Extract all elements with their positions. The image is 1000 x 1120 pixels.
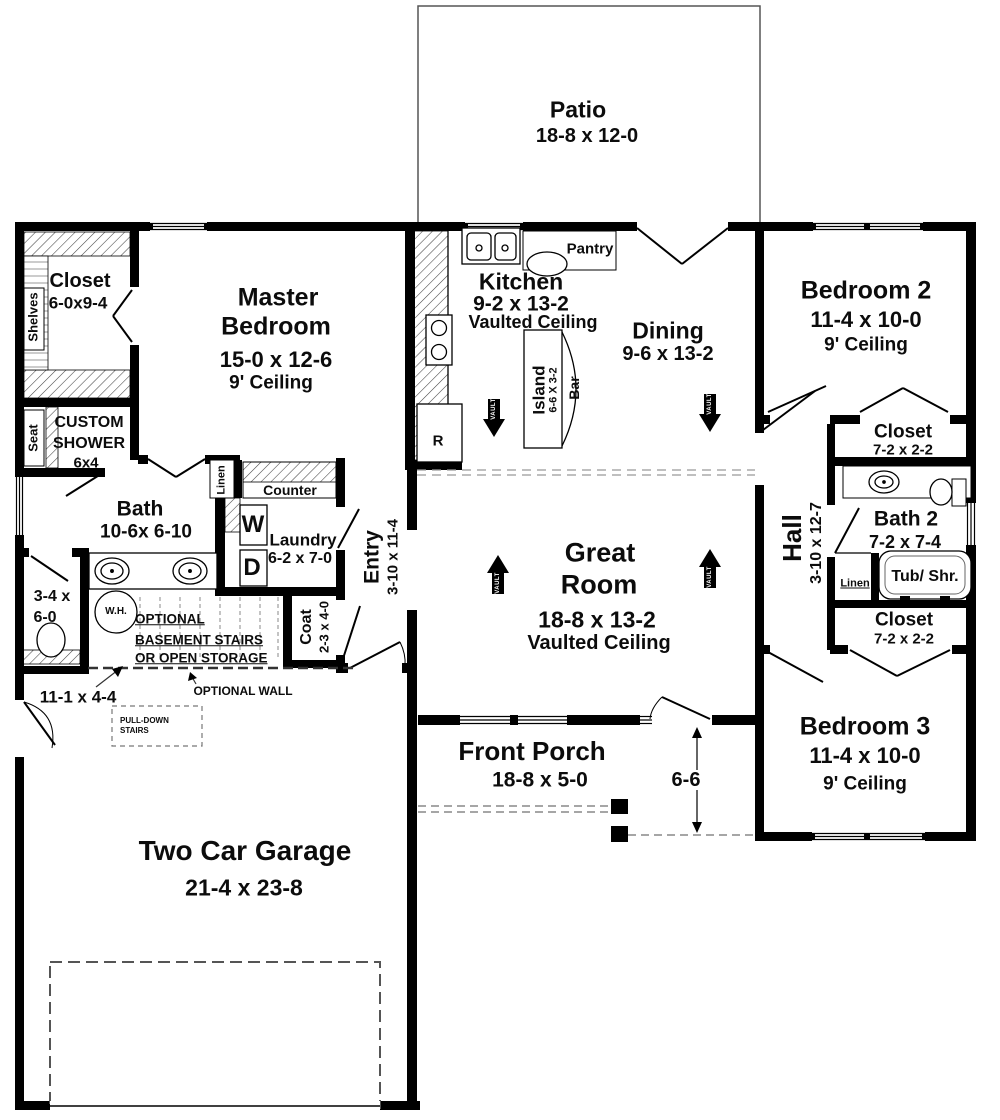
- pulldown-stairs-label-2: STAIRS: [120, 726, 149, 735]
- bedroom2-dims: 11-4 x 10-0: [810, 307, 922, 332]
- water-heater-label: W.H.: [105, 606, 127, 617]
- laundry-dims: 6-2 x 7-0: [267, 550, 333, 567]
- kitchen-label: Kitchen: [478, 268, 564, 295]
- bath2-label: Bath 2: [873, 507, 939, 531]
- closet-right-top-dims: 7-2 x 2-2: [872, 441, 934, 459]
- vault-arrow-label-dining: VAULT: [707, 393, 713, 415]
- great-room-label-2: Room: [560, 569, 638, 600]
- storage-label-1: OPTIONAL: [135, 611, 205, 627]
- patio-dims: 18-8 x 12-0: [535, 125, 639, 147]
- hall-dims: 3-10 x 12-7: [808, 502, 825, 584]
- optional-wall-label: OPTIONAL WALL: [193, 684, 293, 698]
- master-closet-dims: 6-0x9-4: [48, 293, 108, 313]
- vault-arrow-label-kitchen: VAULT: [491, 398, 497, 420]
- pulldown-stairs-label-1: PULL-DOWN: [120, 716, 169, 725]
- toilet-room-dims-1: 3-4 x: [33, 588, 71, 605]
- laundry-linen-label: Linen: [215, 465, 228, 495]
- bar-label: Bar: [566, 376, 582, 400]
- master-closet-label: Closet: [49, 270, 111, 292]
- vault-arrows: [483, 394, 721, 594]
- vault-arrow-label-great-left: VAULT: [495, 572, 501, 594]
- dining-label: Dining: [632, 317, 704, 344]
- kitchen-dims: 9-2 x 13-2: [473, 292, 569, 316]
- island-dims: 6-6 X 3-2: [547, 367, 560, 413]
- bath2-linen-label: Linen: [840, 577, 870, 590]
- storage-label-2: BASEMENT STAIRS: [135, 632, 264, 648]
- toilet-room-dims-2: 6-0: [33, 609, 57, 626]
- great-room-ceiling: Vaulted Ceiling: [527, 632, 671, 654]
- bath-label: Bath: [116, 497, 164, 521]
- pantry-label: Pantry: [566, 240, 614, 258]
- master-bedroom-label-2: Bedroom: [221, 312, 331, 341]
- master-bedroom-ceiling: 9' Ceiling: [229, 372, 313, 394]
- porch-posts: [611, 799, 628, 842]
- fridge-label: R: [432, 432, 444, 450]
- dining-dims: 9-6 x 13-2: [622, 343, 714, 365]
- coat-dims: 2-3 x 4-0: [316, 600, 332, 654]
- fixtures: [23, 227, 972, 658]
- bedroom3-ceiling: 9' Ceiling: [823, 773, 907, 795]
- shelves-label: Shelves: [25, 292, 41, 342]
- bedroom3-dims: 11-4 x 10-0: [809, 743, 921, 768]
- storage-dims: 11-1 x 4-4: [39, 687, 117, 707]
- coat-label: Coat: [298, 609, 315, 645]
- great-room-label-1: Great: [564, 537, 636, 568]
- custom-shower-dims: 6x4: [73, 454, 99, 472]
- custom-shower-label-1: CUSTOM: [54, 414, 124, 431]
- counter-label: Counter: [263, 482, 317, 498]
- windows: [15, 222, 976, 841]
- tub-label: Tub/ Shr.: [891, 568, 959, 585]
- bedroom3-label: Bedroom 3: [799, 712, 931, 741]
- washer-label: W: [241, 511, 265, 538]
- closet-right-bottom-label: Closet: [874, 609, 934, 631]
- custom-shower-label-2: SHOWER: [53, 435, 125, 452]
- vault-arrow-label-great-right: VAULT: [707, 566, 713, 588]
- stair-treads: [139, 597, 279, 658]
- front-porch-label: Front Porch: [458, 736, 606, 766]
- storage-label-3: OR OPEN STORAGE: [135, 650, 268, 666]
- bedroom2-label: Bedroom 2: [800, 276, 932, 305]
- entry-dims: 3-10 x 11-4: [384, 519, 402, 595]
- hall-label: Hall: [777, 514, 807, 562]
- master-bedroom-label-1: Master: [237, 283, 319, 312]
- front-porch-dims: 18-8 x 5-0: [492, 768, 588, 792]
- bath2-dims: 7-2 x 7-4: [868, 532, 942, 552]
- closet-right-bottom-dims: 7-2 x 2-2: [873, 630, 935, 648]
- porch-depth-dim: 6-6: [668, 770, 704, 790]
- closet-right-top-label: Closet: [873, 421, 933, 443]
- great-room-dims: 18-8 x 13-2: [538, 606, 656, 633]
- island-label: Island: [529, 365, 549, 415]
- garage-dims: 21-4 x 23-8: [185, 874, 303, 901]
- laundry-label: Laundry: [269, 530, 337, 550]
- bedroom2-ceiling: 9' Ceiling: [824, 334, 908, 356]
- garage-label: Two Car Garage: [138, 835, 352, 866]
- kitchen-ceiling: Vaulted Ceiling: [468, 312, 598, 332]
- master-bedroom-dims: 15-0 x 12-6: [219, 347, 333, 372]
- dryer-label: D: [243, 554, 261, 581]
- entry-label: Entry: [360, 530, 384, 584]
- bath-dims: 10-6x 6-10: [100, 521, 192, 543]
- patio-label: Patio: [549, 96, 607, 123]
- seat-label: Seat: [25, 424, 41, 452]
- doors: [23, 227, 951, 749]
